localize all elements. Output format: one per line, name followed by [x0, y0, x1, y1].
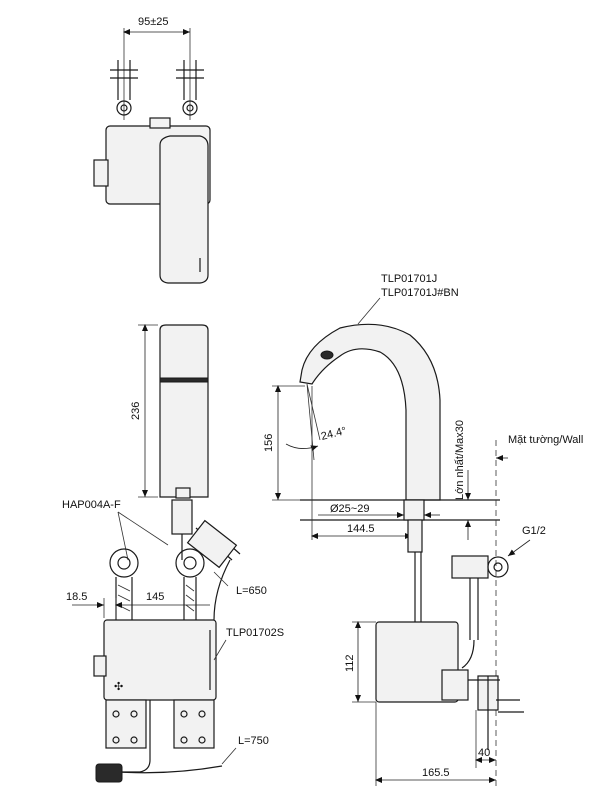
dim-spout-height: 156: [263, 434, 275, 452]
front-view-body: 236: [130, 324, 209, 560]
mounting-studs: [110, 60, 204, 116]
dim-max-30: Lớn nhất/Max30: [454, 420, 466, 500]
valve-assembly: [109, 519, 241, 621]
label-control-box: TLP01702S: [226, 627, 284, 639]
power-plug: [95, 763, 123, 783]
dim-hole-diameter: Ø25~29: [330, 503, 369, 515]
faucet-body-front: [159, 135, 209, 284]
side-nub: [93, 159, 109, 187]
terminal-block: [105, 699, 215, 773]
dim-wall-offset: 40: [478, 747, 490, 759]
dim-left-offset: 18.5: [66, 591, 87, 603]
top-cap: [149, 117, 171, 129]
dim-total-depth: 165.5: [422, 767, 450, 779]
dim-box-height: 112: [344, 654, 356, 672]
control-box-side: [375, 621, 459, 703]
wall-label: Mặt tường/Wall: [508, 434, 583, 446]
dim-body-height: 236: [130, 402, 142, 420]
dim-top-spacing: 95±25: [138, 16, 169, 28]
front-view-top: 95±25: [93, 16, 211, 284]
dim-sensor-cable: L=650: [236, 585, 267, 597]
label-valve: HAP004A-F: [62, 499, 121, 511]
dim-thread: G1/2: [522, 525, 546, 537]
spout-side: [299, 323, 441, 501]
faucet-body-side: [159, 324, 209, 498]
label-faucet-a: TLP01701J: [381, 273, 437, 285]
valve-stem: [171, 499, 193, 535]
side-view: TLP01701J TLP01701J#BN 156 24.4° Lớn nhấ…: [263, 273, 583, 786]
dim-box-spacing: 145: [146, 591, 164, 603]
dim-spout-reach: 144.5: [347, 523, 375, 535]
angle-valve: [451, 555, 489, 579]
box-symbol: ✣: [114, 681, 123, 693]
label-faucet-b: TLP01701J#BN: [381, 287, 459, 299]
dim-power-cable: L=750: [238, 735, 269, 747]
dim-spout-angle: 24.4°: [320, 425, 348, 443]
control-box-front: ✣: [93, 619, 217, 701]
